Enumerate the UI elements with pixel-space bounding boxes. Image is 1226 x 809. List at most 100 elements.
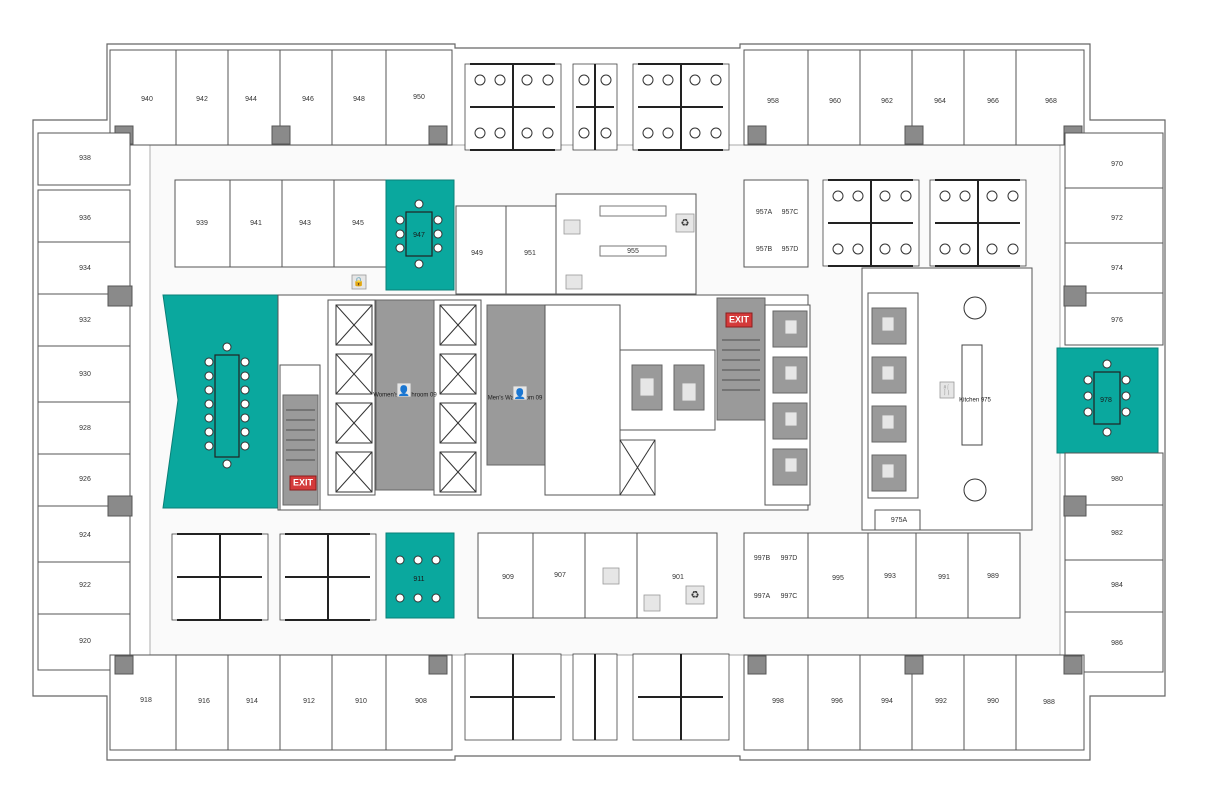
exit-sign-right <box>725 312 753 328</box>
label-930: 930 <box>79 371 91 378</box>
elevator-icon <box>881 463 895 479</box>
washroom-icon <box>396 382 412 398</box>
label-974: 974 <box>1111 265 1123 272</box>
label-997D: 997D <box>781 555 798 562</box>
elevator-icon <box>681 382 697 402</box>
office-970[interactable] <box>1064 132 1164 189</box>
label-947: 947 <box>413 232 425 239</box>
elevator-icon <box>784 457 798 473</box>
top-chairs <box>474 74 1019 255</box>
office-928[interactable] <box>37 401 131 455</box>
printer-icon <box>563 219 581 235</box>
label-957A: 957A <box>756 209 773 216</box>
label-940: 940 <box>141 96 153 103</box>
column <box>747 655 767 675</box>
office-993[interactable] <box>867 532 917 619</box>
office-990[interactable] <box>963 654 1017 751</box>
label-975A: 975A <box>891 517 908 524</box>
elevator-icon <box>784 365 798 381</box>
label-992: 992 <box>935 698 947 705</box>
wifi-icon <box>602 567 620 585</box>
washroom-icon-glyph: 👤 <box>514 387 526 400</box>
office-960[interactable] <box>807 49 861 146</box>
elevator-5[interactable] <box>772 402 808 440</box>
office-930[interactable] <box>37 345 131 403</box>
office-916[interactable] <box>175 654 229 751</box>
building-core: Women's Washroom 09 Men's Washroom 09 👤 … <box>277 294 811 511</box>
label-957C: 957C <box>782 209 799 216</box>
kitchen-icon-glyph: 🍴 <box>941 383 953 396</box>
label-912: 912 <box>303 698 315 705</box>
column <box>1063 655 1083 675</box>
top-inner-rooms: 939 941 943 945 947 949 951 955 957A 957… <box>174 179 809 295</box>
office-972[interactable] <box>1064 187 1164 244</box>
office-948[interactable] <box>331 49 387 146</box>
office-995[interactable] <box>807 532 869 619</box>
office-962[interactable] <box>859 49 913 146</box>
washroom-icon <box>512 385 528 401</box>
label-943: 943 <box>299 220 311 227</box>
label-926: 926 <box>79 476 91 483</box>
label-997B: 997B <box>754 555 771 562</box>
label-951: 951 <box>524 250 536 257</box>
office-945[interactable] <box>333 179 387 268</box>
office-939[interactable] <box>174 179 231 268</box>
label-970: 970 <box>1111 161 1123 168</box>
office-996[interactable] <box>807 654 861 751</box>
column <box>428 655 448 675</box>
left-offices: 938 936 934 932 930 928 926 924 922 920 <box>37 132 133 671</box>
office-966[interactable] <box>963 49 1017 146</box>
mens-washroom[interactable] <box>486 304 546 466</box>
exit-label-right: EXIT <box>729 314 750 324</box>
office-994[interactable] <box>859 654 913 751</box>
label-994: 994 <box>881 698 893 705</box>
elevator-icon <box>639 377 655 397</box>
office-989[interactable] <box>967 532 1021 619</box>
exit-sign-left <box>289 475 317 491</box>
bottom-left-workstations <box>171 533 730 741</box>
meeting-room-large-left[interactable] <box>162 294 279 509</box>
room-909[interactable] <box>477 532 534 619</box>
label-916: 916 <box>198 698 210 705</box>
office-914[interactable] <box>227 654 281 751</box>
office-912[interactable] <box>279 654 333 751</box>
label-990: 990 <box>987 698 999 705</box>
room-957[interactable] <box>743 179 809 268</box>
bottom-offices: 918 916 914 912 910 908 998 996 994 992 … <box>109 654 1085 751</box>
label-957B: 957B <box>756 246 773 253</box>
column <box>107 285 133 307</box>
label-914: 914 <box>246 698 258 705</box>
label-949: 949 <box>471 250 483 257</box>
label-976: 976 <box>1111 317 1123 324</box>
office-938[interactable] <box>37 132 131 186</box>
office-936[interactable] <box>37 189 131 243</box>
meeting-room-911[interactable] <box>385 532 455 619</box>
label-993: 993 <box>884 573 896 580</box>
office-943[interactable] <box>281 179 335 268</box>
label-998: 998 <box>772 698 784 705</box>
label-957D: 957D <box>782 246 799 253</box>
label-978: 978 <box>1100 397 1112 404</box>
column <box>1063 285 1087 307</box>
office-941[interactable] <box>229 179 283 268</box>
office-974[interactable] <box>1064 242 1164 294</box>
room-951[interactable] <box>505 205 557 295</box>
elevator-9[interactable] <box>871 405 907 443</box>
recycle-icon <box>685 585 705 605</box>
office-942[interactable] <box>175 49 229 146</box>
label-909: 909 <box>502 574 514 581</box>
lock-icon <box>351 274 367 290</box>
label-997A: 997A <box>754 593 771 600</box>
label-960: 960 <box>829 98 841 105</box>
room-997[interactable] <box>743 532 809 619</box>
column <box>107 495 133 517</box>
room-907[interactable] <box>532 532 586 619</box>
elevator-icon <box>881 365 895 381</box>
label-942: 942 <box>196 96 208 103</box>
label-950: 950 <box>413 94 425 101</box>
room-949[interactable] <box>455 205 507 295</box>
label-944: 944 <box>245 96 257 103</box>
office-991[interactable] <box>915 532 969 619</box>
label-932: 932 <box>79 317 91 324</box>
